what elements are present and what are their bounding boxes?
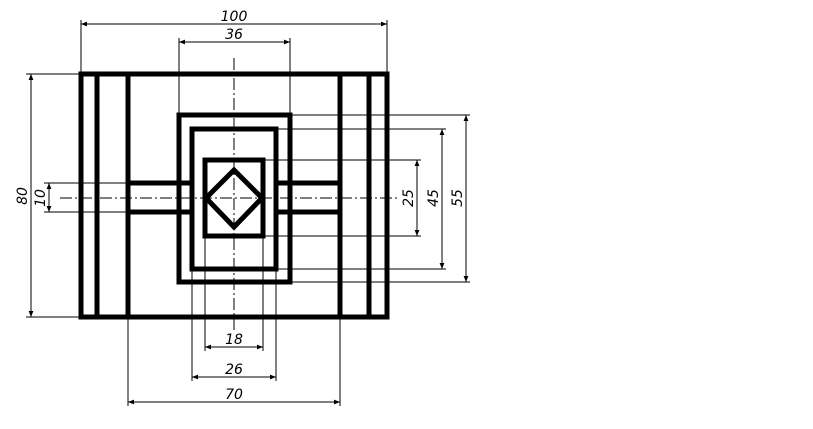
dim-label-100: 100 <box>221 9 248 25</box>
dim-label-10: 10 <box>33 189 49 207</box>
dim-label-70: 70 <box>225 387 243 403</box>
center-lines <box>60 58 398 332</box>
dim-label-36: 36 <box>225 27 243 43</box>
dim-label-45: 45 <box>426 189 442 207</box>
dim-label-25: 25 <box>401 189 417 207</box>
dim-label-80: 80 <box>15 187 31 205</box>
dim-label-26: 26 <box>225 362 243 378</box>
dim-label-55: 55 <box>450 189 466 207</box>
dimension-lines <box>28 21 469 405</box>
extension-lines <box>26 20 470 406</box>
dimension-labels: 100 36 80 10 25 45 55 18 26 70 <box>15 9 466 403</box>
dim-label-18: 18 <box>225 332 243 348</box>
